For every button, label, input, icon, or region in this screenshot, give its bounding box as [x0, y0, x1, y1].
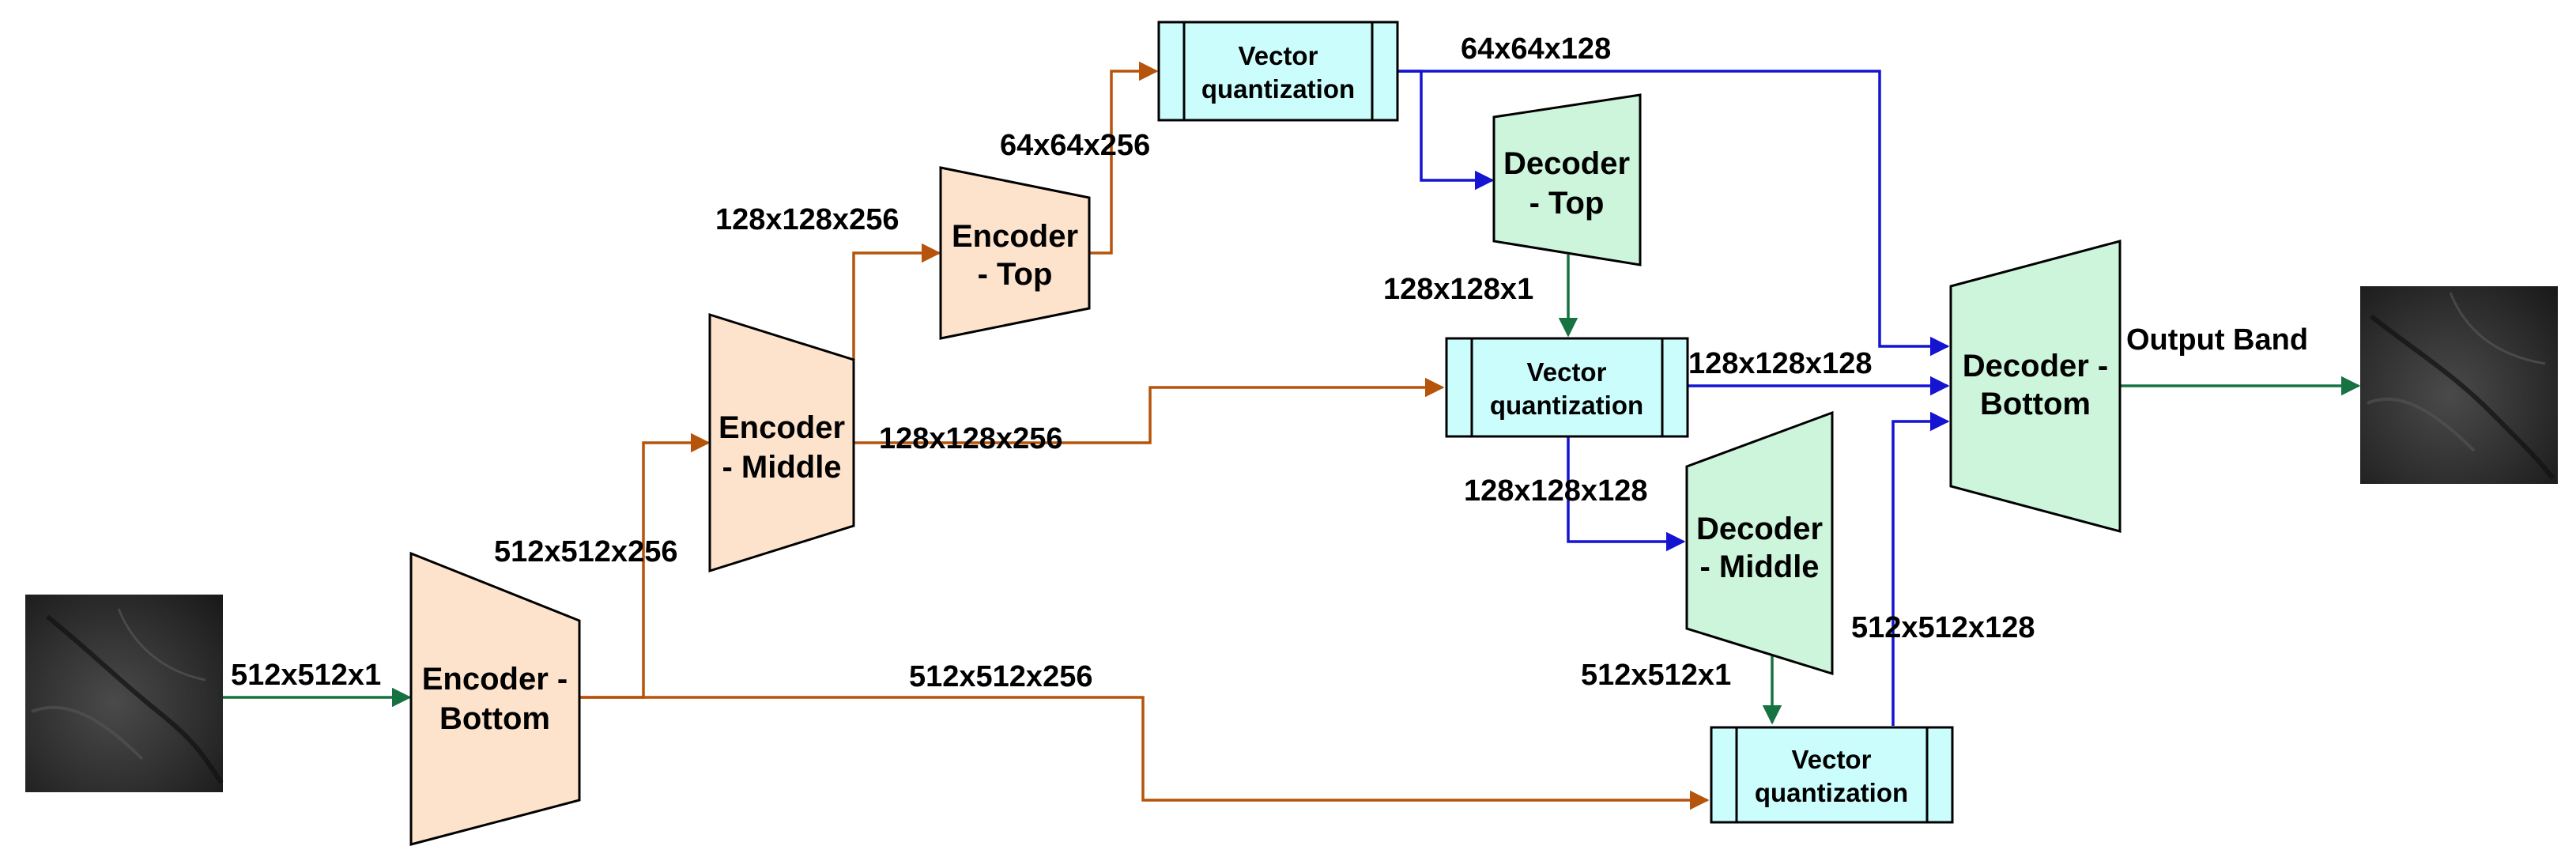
decoder-top-line2: - Top [1529, 186, 1605, 221]
label-input-dims: 512x512x1 [231, 659, 381, 692]
dimension-labels: 512x512x1 512x512x256 512x512x256 128x12… [231, 32, 2308, 693]
vq-middle-line1: Vector [1527, 357, 1607, 387]
label-enc-middle-to-vq-middle: 128x128x256 [879, 422, 1062, 455]
encoder-middle-line2: - Middle [722, 450, 841, 485]
decoder-middle-line2: - Middle [1699, 550, 1819, 584]
label-output-band: Output Band [2126, 323, 2308, 357]
decoder-middle-block: Decoder - Middle [1685, 410, 1834, 676]
data-flow-arrows [223, 255, 2361, 725]
arrow-vq-top-to-dec-top [1397, 70, 1495, 191]
encoder-bottom-line1: Encoder - [422, 662, 568, 697]
vq-top-line1: Vector [1239, 41, 1318, 70]
encoder-bottom-block: Encoder - Bottom [409, 551, 581, 846]
decoder-top-block: Decoder - Top [1492, 93, 1642, 266]
vq-bottom-line1: Vector [1792, 745, 1872, 774]
encoder-middle-line1: Encoder [718, 410, 845, 445]
label-enc-bottom-to-vq-bottom: 512x512x256 [909, 660, 1092, 693]
label-enc-bottom-to-middle: 512x512x256 [494, 535, 677, 568]
vq-top-block: Vector quantization [1157, 21, 1399, 122]
arrow-enc-bottom-to-vq-bottom [579, 696, 1710, 810]
encoder-arrows [579, 61, 1710, 810]
arrow-vq-bottom-to-dec-bottom [1891, 411, 1950, 726]
output-image [2360, 286, 2558, 484]
encoder-top-block: Encoder - Top [939, 166, 1091, 340]
arrow-enc-middle-to-top [852, 243, 941, 360]
encoder-bottom-line2: Bottom [439, 701, 550, 736]
vq-arrows [1397, 70, 1950, 726]
decoder-top-line1: Decoder [1503, 146, 1630, 181]
arrow-vq-top-to-dec-bottom [1397, 70, 1950, 357]
arrow-enc-middle-to-vq-middle [854, 377, 1445, 444]
input-image [25, 595, 224, 792]
label-vq-middle-to-dec-middle: 128x128x128 [1464, 474, 1647, 508]
vq-middle-block: Vector quantization [1445, 337, 1689, 438]
vq-top-line2: quantization [1201, 74, 1355, 104]
arrow-vq-middle-to-dec-middle [1567, 437, 1686, 552]
encoder-middle-block: Encoder - Middle [708, 312, 855, 573]
label-enc-top-to-vq-top: 64x64x256 [1000, 129, 1150, 162]
label-vq-middle-out: 128x128x128 [1688, 347, 1872, 380]
arrow-enc-top-to-vq-top [1089, 61, 1159, 255]
label-enc-middle-to-top: 128x128x256 [715, 203, 899, 236]
encoder-top-line2: - Top [978, 257, 1053, 292]
label-vq-top-out: 64x64x128 [1461, 32, 1611, 66]
decoder-bottom-line1: Decoder - [1963, 349, 2109, 383]
encoder-top-line1: Encoder [952, 219, 1078, 254]
label-vq-bottom-out: 512x512x128 [1851, 611, 2035, 644]
decoder-middle-line1: Decoder [1696, 512, 1823, 546]
label-dec-top-out: 128x128x1 [1383, 273, 1533, 306]
vq-bottom-line2: quantization [1755, 778, 1908, 807]
vq-middle-line2: quantization [1490, 391, 1643, 420]
decoder-bottom-line2: Bottom [1980, 387, 2091, 421]
decoder-bottom-block: Decoder - Bottom [1949, 240, 2122, 533]
vq-bottom-block: Vector quantization [1710, 726, 1954, 824]
label-dec-middle-out: 512x512x1 [1581, 659, 1731, 692]
arrow-enc-bottom-to-middle [579, 432, 711, 699]
